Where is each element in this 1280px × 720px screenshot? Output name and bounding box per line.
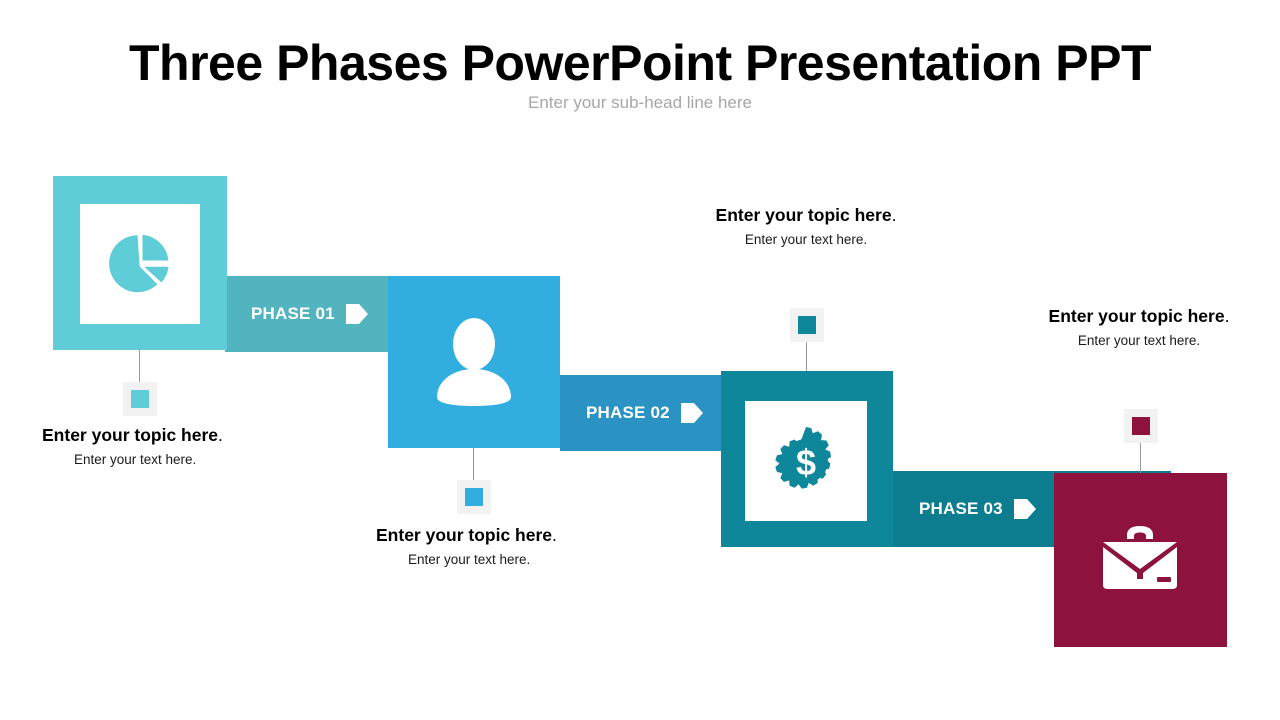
phase-01-caption: Enter your topic here. Enter your text h… xyxy=(42,424,322,470)
phase-01-connector xyxy=(139,350,140,382)
phase-04-caption-topic: Enter your topic here. xyxy=(1048,306,1230,326)
phase-03-caption: Enter your topic here. Enter your text h… xyxy=(686,204,926,250)
page-subtitle: Enter your sub-head line here xyxy=(528,93,752,112)
briefcase-icon xyxy=(1099,523,1181,595)
phase-03-caption-topic: Enter your topic here. xyxy=(715,205,897,225)
phase-04-caption-text: Enter your text here. xyxy=(1077,332,1201,348)
arrow-right-icon xyxy=(1012,496,1038,522)
phase-02-icon-block[interactable] xyxy=(388,276,560,448)
phase-03-caption-text: Enter your text here. xyxy=(744,231,868,247)
svg-text:$: $ xyxy=(796,442,816,483)
phase-01-icon-block[interactable] xyxy=(53,176,227,350)
phase-group-02: PHASE 02 xyxy=(388,276,948,576)
phase-03-icon-block[interactable]: $ xyxy=(721,371,893,547)
phase-02-caption: Enter your topic here. Enter your text h… xyxy=(376,524,656,570)
phase-02-caption-topic: Enter your topic here. xyxy=(376,525,557,545)
phase-01-icon-panel xyxy=(80,204,200,324)
phase-02-label: PHASE 02 xyxy=(586,403,670,422)
phase-04-icon-block[interactable] xyxy=(1054,473,1227,647)
phase-03-marker xyxy=(790,308,824,342)
phase-01-label: PHASE 01 xyxy=(251,304,335,323)
phase-04-connector xyxy=(1140,441,1141,473)
gear-dollar-icon: $ xyxy=(770,425,842,497)
phase-01-caption-topic: Enter your topic here. xyxy=(42,425,223,445)
phase-03-connector xyxy=(806,325,807,371)
pie-chart-icon xyxy=(107,231,173,297)
phase-group-04 xyxy=(1054,409,1228,648)
arrow-right-icon xyxy=(344,301,370,327)
phase-04-icon-panel xyxy=(1080,499,1200,619)
phase-03-label: PHASE 03 xyxy=(919,499,1003,518)
phase-01-marker xyxy=(123,382,157,416)
phase-04-marker xyxy=(1124,409,1158,443)
phase-03-icon-panel: $ xyxy=(745,401,867,521)
phase-01-caption-text: Enter your text here. xyxy=(74,451,197,467)
phase-04-caption: Enter your topic here. Enter your text h… xyxy=(1019,305,1259,351)
arrow-right-icon xyxy=(679,400,705,426)
phase-02-marker xyxy=(457,480,491,514)
phase-02-caption-text: Enter your text here. xyxy=(408,551,531,567)
phase-02-icon-panel xyxy=(414,302,534,422)
phase-02-connector xyxy=(473,448,474,480)
user-person-icon xyxy=(433,317,515,407)
page-title: Three Phases PowerPoint Presentation PPT xyxy=(129,35,1151,91)
